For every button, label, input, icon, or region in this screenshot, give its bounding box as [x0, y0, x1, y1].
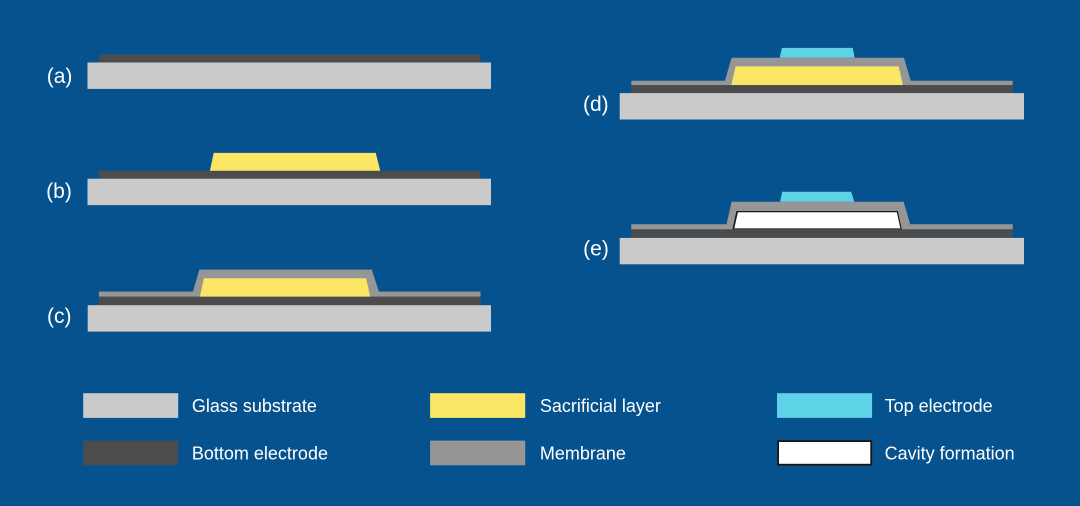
svg-text:Bottom electrode: Bottom electrode: [192, 443, 328, 463]
svg-text:(a): (a): [47, 65, 73, 88]
svg-text:Membrane: Membrane: [540, 443, 626, 463]
svg-text:(d): (d): [583, 93, 609, 116]
svg-text:(c): (c): [47, 305, 72, 328]
svg-text:Glass substrate: Glass substrate: [192, 396, 317, 416]
svg-text:(e): (e): [583, 237, 609, 260]
svg-text:Top electrode: Top electrode: [885, 396, 993, 416]
svg-text:Cavity formation: Cavity formation: [885, 443, 1015, 463]
svg-text:Sacrificial layer: Sacrificial layer: [540, 396, 661, 416]
svg-text:(b): (b): [46, 180, 72, 203]
